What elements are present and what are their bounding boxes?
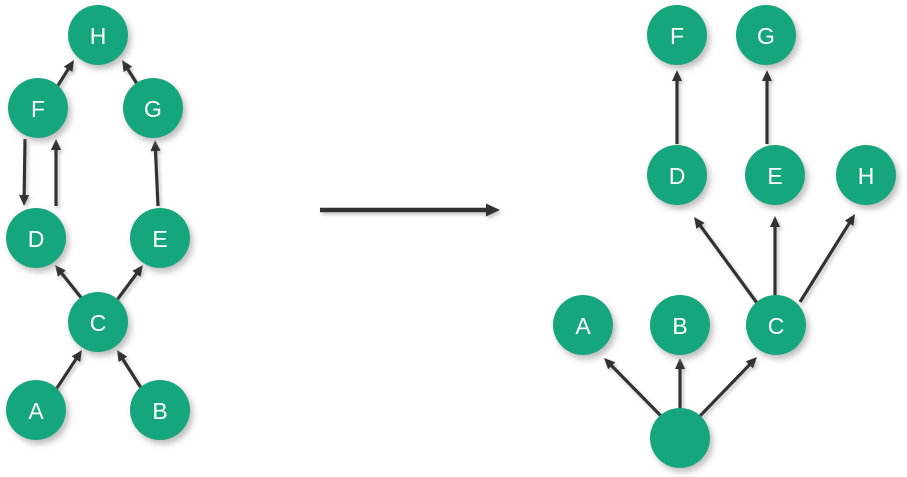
node-circle[interactable] bbox=[647, 5, 707, 65]
root-to-B-arrowhead bbox=[674, 358, 686, 369]
node-e[interactable]: E bbox=[130, 208, 190, 268]
node-g[interactable]: G bbox=[123, 78, 183, 138]
A-to-C bbox=[53, 350, 82, 392]
A-to-C-shaft bbox=[53, 356, 79, 392]
C-to-E bbox=[769, 216, 781, 300]
F-to-D-arrowhead bbox=[19, 194, 30, 206]
node-a[interactable]: A bbox=[553, 295, 613, 355]
E-to-G-arrowhead bbox=[761, 70, 773, 81]
F-to-H-arrowhead bbox=[63, 60, 74, 73]
node-circle[interactable] bbox=[650, 408, 710, 468]
C-to-E-shaft bbox=[115, 271, 139, 301]
node-h[interactable]: H bbox=[836, 145, 896, 205]
C-to-D bbox=[55, 265, 85, 301]
node-circle[interactable] bbox=[650, 295, 710, 355]
node-circle[interactable] bbox=[553, 295, 613, 355]
C-to-H-arrowhead bbox=[844, 214, 855, 227]
E-to-G bbox=[761, 70, 773, 144]
node-circle[interactable] bbox=[647, 145, 707, 205]
node-d[interactable]: D bbox=[647, 145, 707, 205]
C-to-E bbox=[115, 265, 143, 301]
node-circle[interactable] bbox=[130, 380, 190, 440]
C-to-E-arrowhead bbox=[132, 265, 143, 277]
F-to-H-shaft bbox=[55, 66, 71, 88]
E-to-G-shaft bbox=[153, 148, 160, 207]
node-b[interactable]: B bbox=[650, 295, 710, 355]
E-to-G-arrowhead bbox=[150, 140, 161, 152]
E-to-G bbox=[150, 140, 161, 207]
node-a[interactable]: A bbox=[6, 380, 66, 440]
root-to-A-shaft bbox=[609, 363, 665, 420]
source-graph-edges bbox=[19, 60, 161, 392]
node-h[interactable]: H bbox=[68, 5, 128, 65]
node-circle[interactable] bbox=[736, 5, 796, 65]
node-g[interactable]: G bbox=[736, 5, 796, 65]
C-to-E-arrowhead bbox=[769, 216, 781, 227]
node-circle[interactable] bbox=[745, 145, 805, 205]
F-to-D-shaft bbox=[22, 138, 27, 198]
root-to-A bbox=[604, 358, 665, 420]
C-to-D-shaft bbox=[59, 271, 85, 301]
D-to-F bbox=[671, 70, 683, 144]
C-to-D bbox=[694, 217, 759, 304]
node-b[interactable]: B bbox=[130, 380, 190, 440]
C-to-H bbox=[798, 214, 855, 303]
root-to-A-arrowhead bbox=[604, 358, 616, 370]
node-f[interactable]: F bbox=[647, 5, 707, 65]
root-to-C bbox=[697, 357, 757, 419]
node-circle[interactable] bbox=[123, 78, 183, 138]
node-circle[interactable] bbox=[68, 5, 128, 65]
node-e[interactable]: E bbox=[745, 145, 805, 205]
root-to-C-shaft bbox=[697, 362, 752, 419]
result-graph-edges bbox=[604, 70, 855, 420]
node-circle[interactable] bbox=[746, 295, 806, 355]
transform-arrow bbox=[320, 203, 500, 217]
F-to-H bbox=[55, 60, 74, 88]
G-to-H bbox=[122, 60, 141, 88]
transform-arrow bbox=[320, 203, 500, 217]
transform-arrow-arrowhead bbox=[486, 203, 500, 217]
D-to-F-arrowhead bbox=[671, 70, 683, 81]
D-to-F bbox=[50, 139, 62, 206]
A-to-C-arrowhead bbox=[71, 350, 82, 362]
node-circle[interactable] bbox=[836, 145, 896, 205]
node-circle[interactable] bbox=[6, 380, 66, 440]
node-c[interactable]: C bbox=[746, 295, 806, 355]
node-circle[interactable] bbox=[68, 292, 128, 352]
node-d[interactable]: D bbox=[6, 208, 66, 268]
C-to-D-arrowhead bbox=[55, 265, 66, 277]
C-to-D-arrowhead bbox=[694, 217, 705, 229]
node-f[interactable]: F bbox=[8, 78, 68, 138]
B-to-C-shaft bbox=[120, 356, 145, 392]
node-circle[interactable] bbox=[6, 208, 66, 268]
node-circle[interactable] bbox=[130, 208, 190, 268]
D-to-F-arrowhead bbox=[50, 139, 62, 150]
B-to-C bbox=[117, 350, 145, 392]
root-to-B bbox=[674, 358, 686, 412]
node-root[interactable] bbox=[650, 408, 710, 468]
B-to-C-arrowhead bbox=[117, 350, 128, 362]
node-circle[interactable] bbox=[8, 78, 68, 138]
G-to-H-arrowhead bbox=[122, 60, 133, 73]
F-to-D bbox=[19, 138, 30, 206]
C-to-H-shaft bbox=[798, 220, 852, 303]
node-c[interactable]: C bbox=[68, 292, 128, 352]
C-to-D-shaft bbox=[698, 223, 759, 304]
root-to-C-arrowhead bbox=[745, 357, 757, 369]
